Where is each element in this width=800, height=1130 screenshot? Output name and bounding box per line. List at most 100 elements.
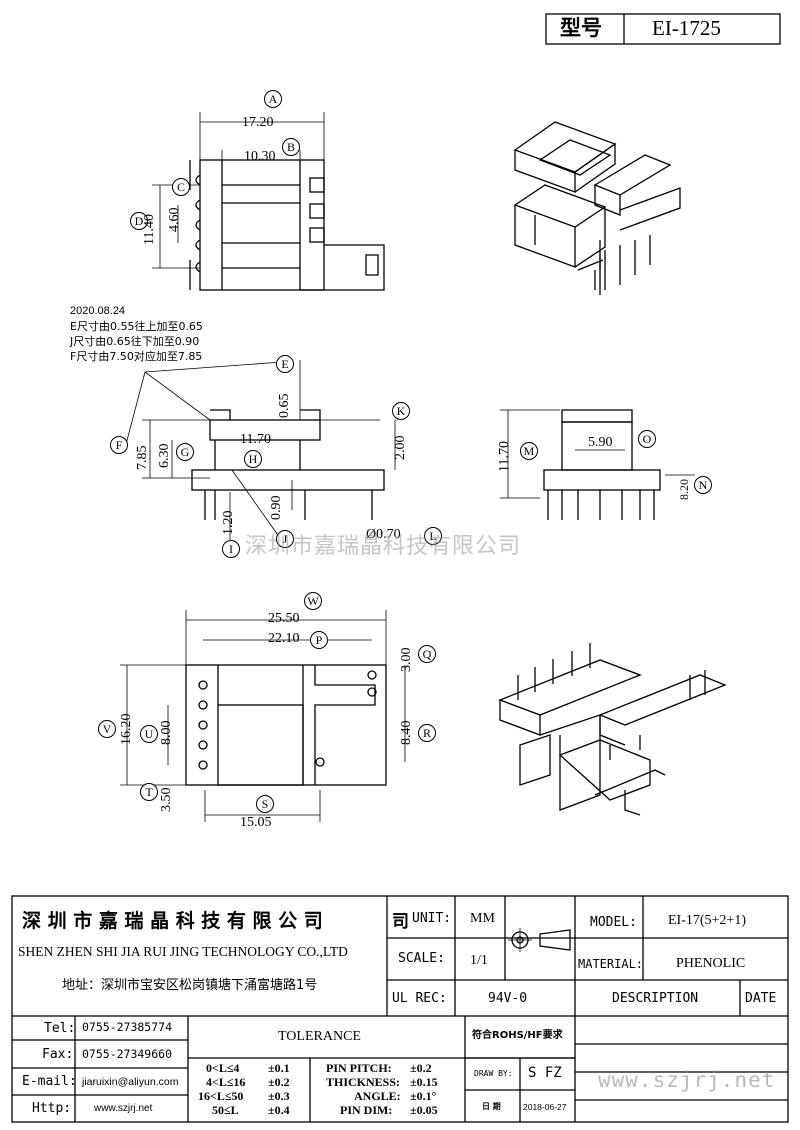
pin-label-1: PIN PITCH: — [326, 1061, 392, 1075]
isometric-view-top — [513, 121, 681, 295]
tolerance-label: TOLERANCE — [278, 1029, 361, 1044]
ulrec-value: 94V-0 — [488, 991, 528, 1006]
dim-R: 8.40 — [399, 720, 414, 746]
label-I: I — [222, 540, 240, 558]
company-name-cn: 深 圳 市 嘉 瑞 晶 科 技 有 限 公 司 — [22, 910, 323, 932]
dim-E: 0.65 — [277, 393, 292, 419]
http-label: Http: — [32, 1101, 72, 1116]
note-line1: E尺寸由0.55往上加至0.65 — [70, 320, 203, 333]
side-view-drawing — [124, 360, 396, 540]
date-cn-label: 日 期 — [482, 1102, 501, 1111]
dim-T: 3.50 — [159, 787, 174, 813]
dim-L: Ø0.70 — [366, 527, 401, 542]
company-short: 司 — [392, 912, 409, 932]
label-O: O — [638, 430, 656, 448]
label-N: N — [694, 476, 712, 494]
dim-C: 4.60 — [167, 207, 182, 233]
dim-M: 11.70 — [497, 441, 512, 472]
label-T: T — [140, 783, 158, 801]
pin-val-2: ±0.15 — [410, 1075, 438, 1089]
dim-N: 8.20 — [677, 479, 691, 500]
dim-D: 11.40 — [142, 214, 157, 245]
tel-label: Tel: — [44, 1021, 76, 1036]
tol-range-1: 0<L≤4 — [206, 1061, 240, 1075]
watermark-text: 深圳市嘉瑞晶科技有限公司 — [245, 534, 522, 559]
tol-range-4: 50≤L — [212, 1103, 239, 1117]
rohs-note: 符合ROHS/HF要求 — [472, 1030, 563, 1041]
fax-value: 0755-27349660 — [82, 1047, 173, 1061]
dim-J: 0.90 — [269, 495, 284, 521]
label-S: S — [256, 795, 274, 813]
tol-val-1: ±0.1 — [268, 1061, 290, 1075]
front-view-drawing — [500, 409, 695, 520]
dim-A: 17.20 — [242, 115, 274, 130]
note-line2: J尺寸由0.65往下加至0.90 — [70, 335, 200, 348]
label-Q: Q — [418, 645, 436, 663]
ulrec-label: UL REC: — [392, 991, 447, 1006]
date-label: DATE — [745, 991, 777, 1006]
material-value: PHENOLIC — [676, 956, 746, 971]
dim-F: 7.85 — [135, 445, 150, 471]
dim-U: 8.00 — [159, 720, 174, 746]
dim-W: 25.50 — [268, 611, 300, 626]
label-H: H — [244, 450, 262, 468]
label-U: U — [140, 725, 158, 743]
label-K: K — [392, 402, 410, 420]
pin-label-3: ANGLE: — [354, 1089, 401, 1103]
label-C: C — [172, 178, 190, 196]
label-W: W — [304, 592, 322, 610]
label-F: F — [110, 436, 128, 454]
dim-V: 16.20 — [119, 713, 134, 746]
label-J: J — [276, 530, 294, 548]
tol-val-2: ±0.2 — [268, 1075, 290, 1089]
fax-label: Fax: — [42, 1047, 74, 1062]
material-label: MATERIAL: — [578, 957, 644, 971]
label-E: E — [276, 355, 294, 373]
dim-K: 2.00 — [393, 435, 408, 461]
tol-val-3: ±0.3 — [268, 1089, 290, 1103]
tel-value: 0755-27385774 — [82, 1020, 173, 1034]
company-address: 地址：深圳市宝安区松岗镇塘下涌富塘路1号 — [62, 978, 318, 993]
email-value: jiaruixin@aliyun.com — [82, 1076, 179, 1088]
isometric-view-bottom — [498, 643, 727, 816]
pin-label-2: THICKNESS: — [326, 1075, 401, 1089]
unit-label: UNIT: — [412, 911, 452, 926]
note-date: 2020.08.24 — [70, 305, 126, 317]
label-B: B — [282, 138, 300, 156]
dim-G: 6.30 — [157, 443, 172, 469]
scale-value: 1/1 — [470, 953, 488, 968]
model-header-box — [545, 13, 781, 45]
label-A: A — [264, 90, 282, 108]
dim-I: 1.20 — [221, 510, 236, 536]
tol-val-4: ±0.4 — [268, 1103, 290, 1117]
model-header-value: EI-1725 — [652, 16, 721, 40]
company-name-en: SHEN ZHEN SHI JIA RUI JING TECHNOLOGY CO… — [18, 944, 348, 959]
label-M: M — [520, 442, 538, 460]
note-line3: F尺寸由7.50对应加至7.85 — [70, 350, 203, 363]
draw-by-label: DRAW BY: — [474, 1069, 513, 1078]
dim-O: 5.90 — [588, 435, 613, 450]
description-label: DESCRIPTION — [612, 991, 699, 1006]
unit-value: MM — [470, 911, 495, 926]
label-L: L — [424, 527, 442, 545]
http-value: www.szjrj.net — [94, 1103, 153, 1114]
dim-B: 10.30 — [244, 149, 276, 164]
email-label: E-mail: — [22, 1074, 77, 1089]
pin-label-4: PIN DIM: — [340, 1103, 393, 1117]
title-block-lines — [11, 895, 789, 1123]
model-value: EI-17(5+2+1) — [668, 913, 746, 928]
draw-by-value: S FZ — [528, 1065, 562, 1081]
label-V: V — [98, 720, 116, 738]
dim-H: 11.70 — [240, 432, 271, 447]
tol-range-3: 16<L≤50 — [198, 1089, 244, 1103]
dim-Q: 3.00 — [399, 647, 414, 673]
pin-val-1: ±0.2 — [410, 1061, 432, 1075]
date-value: 2018-06-27 — [523, 1102, 567, 1112]
model-header-label: 型号 — [560, 16, 602, 40]
pin-val-3: ±0.1° — [410, 1089, 437, 1103]
label-D: D — [130, 212, 148, 230]
label-R: R — [418, 724, 436, 742]
dim-S: 15.05 — [240, 815, 272, 830]
top-view-drawing — [152, 112, 385, 291]
